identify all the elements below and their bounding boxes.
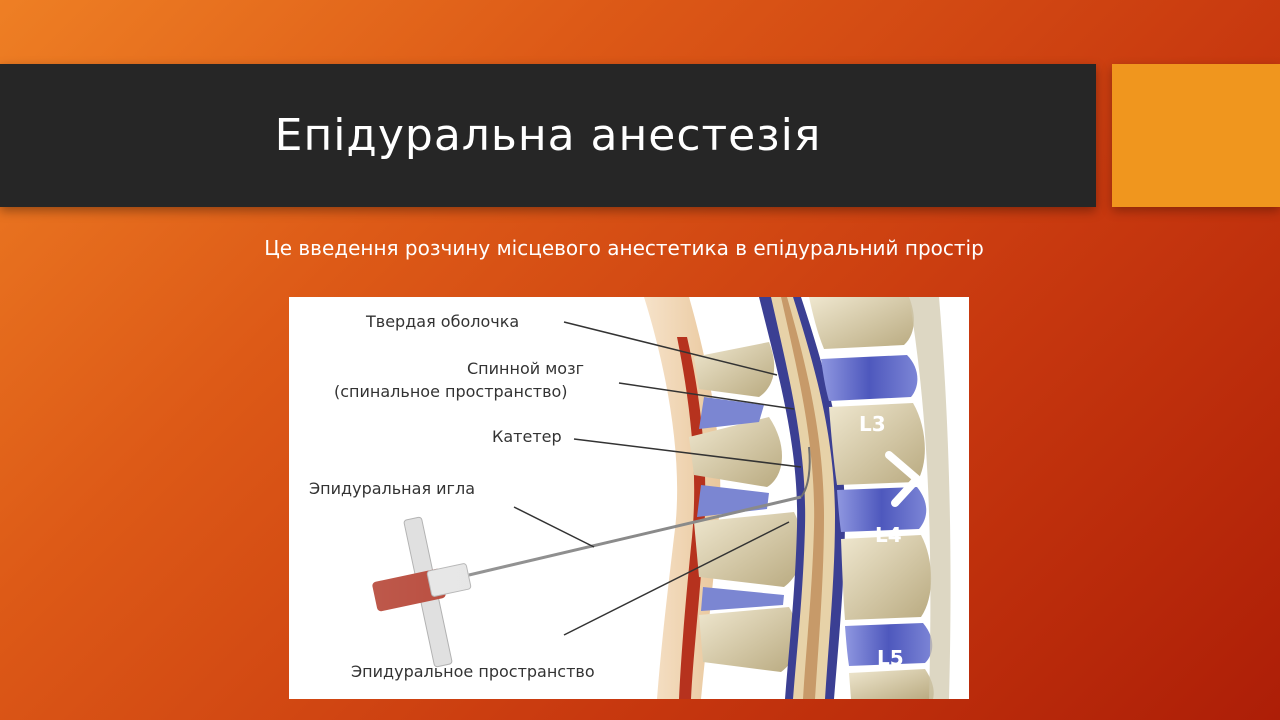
slide-title: Епідуральна анестезія: [274, 110, 822, 161]
label-catheter: Катетер: [492, 427, 562, 446]
label-spinal-cord: Спинной мозг: [467, 359, 584, 378]
leader-spinal-cord: [618, 382, 795, 410]
vertebra-l5: [849, 669, 934, 699]
label-needle: Эпидуральная игла: [309, 479, 475, 498]
anterior-edge: [909, 297, 951, 699]
muscle-layer: [677, 337, 706, 699]
spinal-cord: [781, 297, 824, 699]
ligament-3: [701, 587, 784, 611]
leader-dura: [563, 321, 778, 376]
catheter-tube: [800, 446, 811, 498]
title-bar: Епідуральна анестезія: [0, 64, 1096, 207]
spinous-process-lower: [694, 512, 803, 587]
label-dura: Твердая оболочка: [365, 312, 519, 331]
label-area: [289, 297, 629, 699]
vertebra-l4: [841, 535, 932, 620]
vertebra-label-l4: L4: [875, 523, 902, 547]
leader-needle: [513, 506, 595, 548]
leader-catheter: [573, 438, 802, 468]
label-epidural-space: Эпидуральное пространство: [351, 662, 595, 681]
spinous-process-bottom: [699, 607, 798, 672]
disc-l4-l5: [845, 623, 933, 666]
epidural-illustration: L3 L4 L5 Твердая оболочка Спинной мозг (…: [289, 297, 951, 699]
skin-layer: [644, 297, 721, 699]
vertebra-label-l3: L3: [859, 412, 886, 436]
slide-subtitle: Це введення розчину місцевого анестетика…: [264, 236, 984, 260]
label-spinal-space: (спинальное пространство): [334, 382, 568, 401]
ligament-1: [699, 397, 764, 429]
vertebral-body-top: [809, 297, 914, 349]
epidural-diagram: L3 L4 L5 Твердая оболочка Спинной мозг (…: [289, 297, 969, 699]
spinous-process-upper: [694, 342, 775, 397]
accent-block: [1112, 64, 1280, 207]
vertebra-label-l5: L5: [877, 646, 904, 670]
chevron-right-icon: [885, 451, 921, 507]
leader-epidural-space: [563, 521, 790, 636]
spinous-process-middle: [689, 417, 782, 487]
disc-l2-l3: [821, 355, 918, 401]
